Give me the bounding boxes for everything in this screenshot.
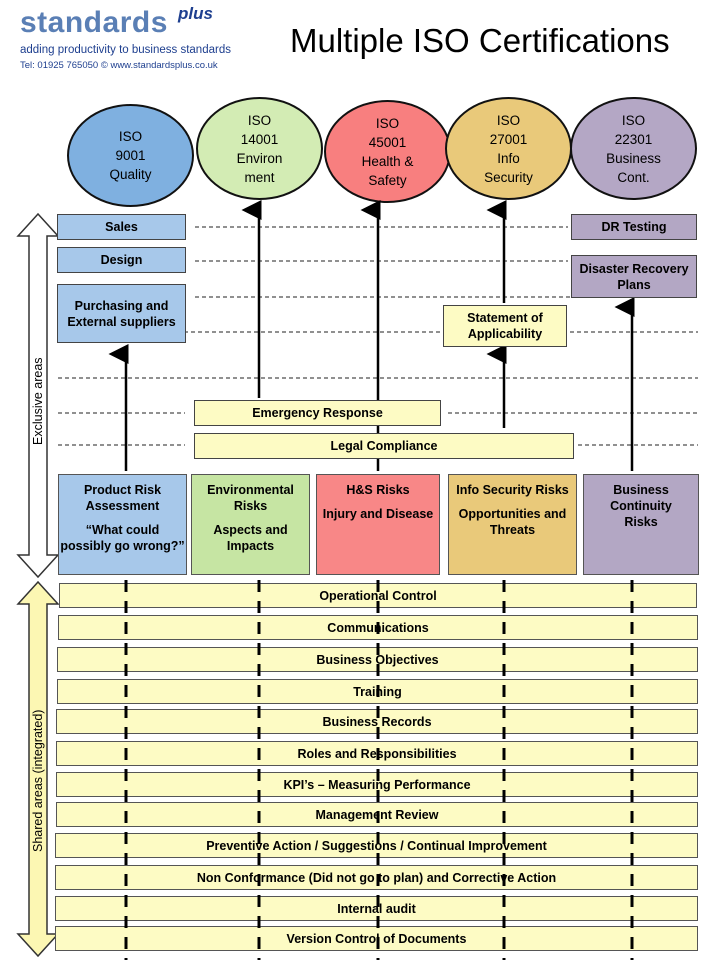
shared-item: Non Conformance (Did not go to plan) and… — [55, 865, 698, 890]
page-title: Multiple ISO Certifications — [290, 22, 670, 59]
dr-testing-box: DR Testing — [571, 214, 697, 240]
iso-circle-line: ISO — [496, 112, 521, 128]
shared-item: Communications — [58, 615, 698, 640]
emergency-response-box: Emergency Response — [194, 400, 441, 426]
sales-box: Sales — [57, 214, 186, 240]
risk-detail: Aspects and Impacts — [213, 523, 288, 553]
iso-22301-circle: ISO 22301 Business Cont. — [570, 97, 697, 200]
risk-title: Environmental Risks — [207, 483, 294, 513]
risk-title: Info Security Risks — [456, 483, 569, 497]
iso-circle-line: 45001 — [368, 134, 407, 150]
disaster-recovery-box: Disaster Recovery Plans — [571, 255, 697, 298]
risk-box-business-continuity: Business Continuity Risks — [583, 474, 699, 575]
iso-circle-line: 14001 — [240, 131, 279, 147]
double-arrow-icon — [16, 580, 60, 958]
iso-circle-line: ISO — [621, 112, 646, 128]
brand-logo-superscript: plus — [178, 4, 213, 23]
risk-detail: Opportunities and Threats — [458, 507, 567, 537]
iso-9001-circle: ISO 9001 Quality — [67, 104, 194, 207]
brand-tagline: adding productivity to business standard… — [20, 44, 231, 56]
iso-45001-circle: ISO 45001 Health & Safety — [324, 100, 451, 203]
iso-circle-line: ISO — [375, 115, 400, 131]
shared-item: Version Control of Documents — [55, 926, 698, 951]
iso-circle-line: ISO — [247, 112, 272, 128]
risk-box-health-safety: H&S Risks Injury and Disease — [316, 474, 440, 575]
exclusive-areas-label: Exclusive areas — [31, 357, 45, 445]
risk-box-info-security: Info Security Risks Opportunities and Th… — [448, 474, 577, 575]
brand-logo-text: standards — [20, 6, 168, 39]
shared-item: Operational Control — [59, 583, 697, 608]
shared-item: Internal audit — [55, 896, 698, 921]
statement-of-applicability-box: Statement of Applicability — [443, 305, 567, 347]
iso-circle-line: Health & — [361, 153, 414, 169]
iso-circle-line: 22301 — [614, 131, 653, 147]
shared-item: Training — [57, 679, 698, 704]
iso-27001-circle: ISO 27001 Info Security — [445, 97, 572, 200]
iso-circle-line: ISO — [118, 129, 143, 144]
double-arrow-icon — [16, 212, 60, 579]
design-box: Design — [57, 247, 186, 273]
iso-14001-circle: ISO 14001 Environ ment — [196, 97, 323, 200]
shared-item: Preventive Action / Suggestions / Contin… — [55, 833, 698, 858]
risk-box-environmental: Environmental Risks Aspects and Impacts — [191, 474, 310, 575]
shared-item: KPI’s – Measuring Performance — [56, 772, 698, 797]
risk-title: H&S Risks — [346, 483, 410, 497]
iso-circle-line: Quality — [109, 167, 152, 182]
legal-compliance-box: Legal Compliance — [194, 433, 574, 459]
risk-title: Product Risk Assessment — [83, 483, 162, 513]
iso-circle-line: Environ — [236, 150, 283, 166]
iso-circle-line: Safety — [368, 172, 407, 188]
risk-detail: Injury and Disease — [322, 507, 434, 521]
iso-circle-line: Business — [606, 150, 661, 166]
risk-detail: “What could possibly go wrong?” — [60, 523, 185, 553]
iso-circle-line: Security — [484, 169, 533, 185]
purchasing-box: Purchasing and External suppliers — [57, 284, 186, 343]
iso-circle-line: 27001 — [489, 131, 528, 147]
iso-circle-line: 9001 — [115, 148, 146, 163]
shared-item: Business Records — [56, 709, 698, 734]
risk-title: Business Continuity Risks — [610, 483, 672, 529]
shared-item: Management Review — [56, 802, 698, 827]
iso-circle-line: Cont. — [617, 169, 650, 185]
iso-circle-line: ment — [244, 169, 275, 185]
shared-item: Roles and Responsibilities — [56, 741, 698, 766]
risk-box-quality: Product Risk Assessment “What could poss… — [58, 474, 187, 575]
iso-circle-line: Info — [497, 150, 520, 166]
brand-contact: Tel: 01925 765050 © www.standardsplus.co… — [20, 60, 218, 71]
shared-item: Business Objectives — [57, 647, 698, 672]
shared-areas-label: Shared areas (integrated) — [31, 709, 45, 852]
